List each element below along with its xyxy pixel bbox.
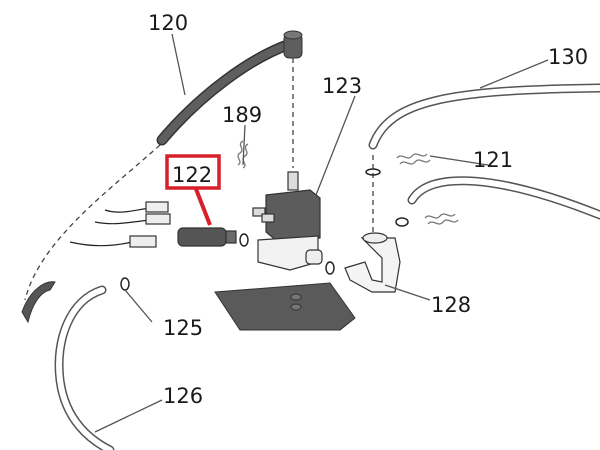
label-121: 121 [473,148,513,172]
leader-130 [479,59,549,89]
part-121-clip-2 [424,213,459,225]
leader-128 [384,284,431,301]
part-126-hose [54,285,115,450]
label-125: 125 [163,316,203,340]
leader-120 [171,33,186,96]
clamp [21,281,56,324]
leader-122-highlight [194,188,212,226]
label-189: 189 [222,103,262,127]
label-130: 130 [548,45,588,69]
o-ring [395,217,409,227]
label-126: 126 [163,384,203,408]
part-120-hose [156,30,303,146]
label-128: 128 [431,293,471,317]
leader-121 [429,155,489,166]
part-123-solenoid-valve [252,171,323,271]
o-ring [365,168,381,176]
part-122-fitting [177,227,237,247]
leader-123 [315,95,356,196]
highlight-box-122 [165,154,221,190]
o-ring [239,233,249,247]
leader-189 [242,124,246,166]
part-128-elbow [344,232,401,293]
part-130-hoses [368,83,600,220]
o-ring [325,261,335,275]
label-120: 120 [148,11,188,35]
part-125-o-ring [120,277,130,291]
label-123: 123 [322,74,362,98]
part-189-clip [237,140,249,169]
part-121-clip [396,153,431,165]
drip-tray [214,282,356,331]
label-122[interactable]: 122 [172,163,212,187]
wire-connectors [69,201,171,248]
leader-125 [124,289,153,323]
leader-126 [94,399,163,433]
assembly-line-hose [24,144,161,301]
